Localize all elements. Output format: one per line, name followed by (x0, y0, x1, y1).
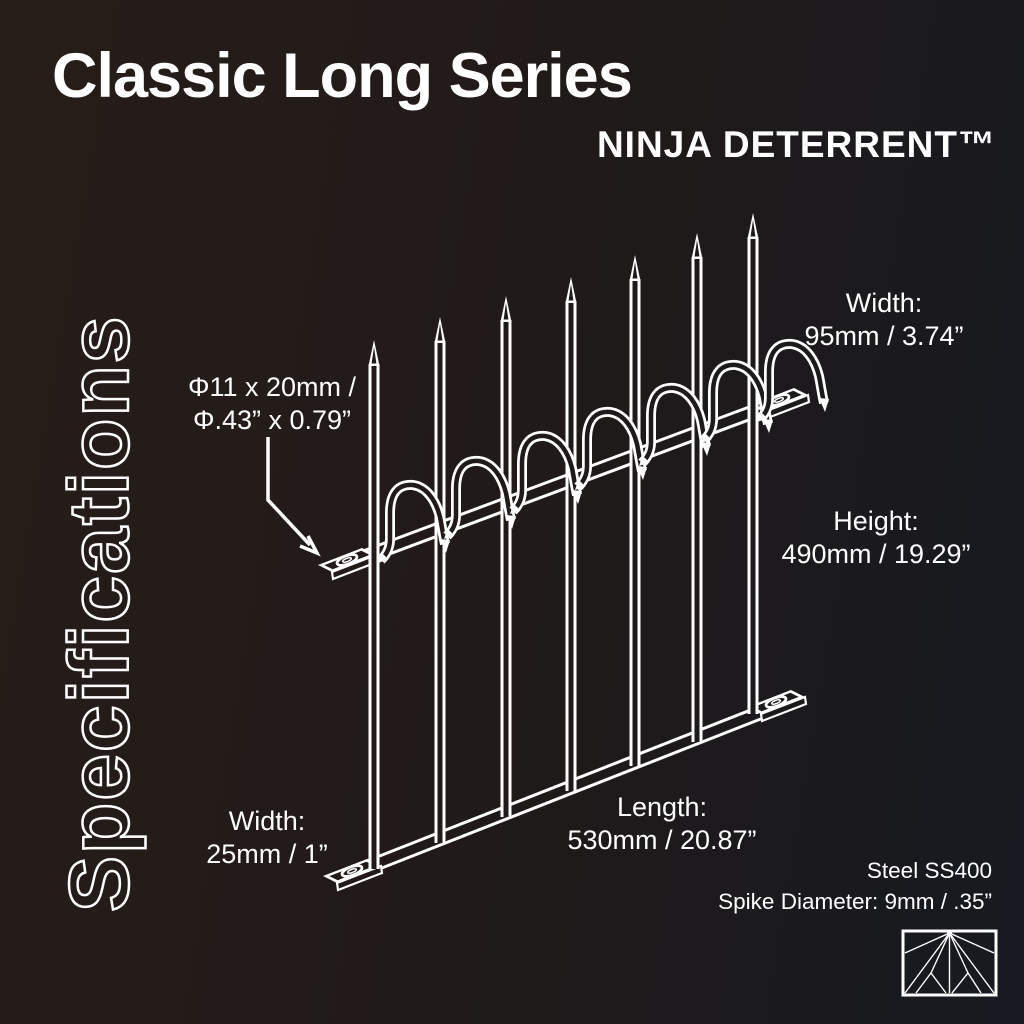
mounting-plate (323, 859, 384, 892)
hook-spike (443, 455, 516, 540)
spike (629, 255, 641, 766)
width-bottom-line1: Width: (228, 806, 306, 836)
spike (368, 340, 380, 869)
hook-spike (574, 406, 647, 491)
height-line2: 490mm / 19.29” (781, 539, 971, 569)
spike (434, 317, 446, 843)
spike (691, 233, 703, 742)
mounting-plate (318, 548, 379, 581)
leader-arrow (266, 437, 321, 557)
width-bottom-label: Width: 25mm / 1” (157, 805, 377, 871)
height-line1: Height: (833, 506, 919, 536)
mounting-plate (747, 690, 808, 723)
page-title: Classic Long Series (52, 41, 633, 111)
height-label: Height: 490mm / 19.29” (736, 505, 1016, 571)
hook-spike (638, 382, 711, 467)
hook-spike (377, 479, 450, 564)
material-label: Steel SS400 (866, 858, 992, 883)
mount-hole-line1: Φ11 x 20mm / (187, 372, 357, 402)
width-top-line1: Width: (845, 288, 923, 318)
spike (747, 213, 759, 714)
width-top-label: Width: 95mm / 3.74” (774, 287, 994, 353)
radiating-spikes-logo-icon (901, 929, 998, 997)
width-top-line2: 95mm / 3.74” (804, 321, 964, 351)
bottom-rail (337, 694, 793, 885)
mount-hole-line2: Φ.43” x 0.79” (192, 405, 352, 435)
hook-spike (509, 430, 582, 515)
spike-diameter-label: Spike Diameter: 9mm / .35” (718, 889, 992, 914)
spike (500, 296, 512, 817)
length-line2: 530mm / 20.87” (567, 825, 757, 855)
side-label: Specifications (52, 314, 146, 912)
material-specs: Steel SS400 Spike Diameter: 9mm / .35” (718, 855, 992, 917)
length-label: Length: 530mm / 20.87” (522, 791, 802, 857)
spike (565, 277, 577, 791)
hook-spike (756, 338, 829, 423)
length-line1: Length: (616, 792, 708, 822)
brand-name: NINJA DETERRENT™ (596, 124, 996, 165)
width-bottom-line2: 25mm / 1” (206, 839, 328, 869)
mount-hole-label: Φ11 x 20mm / Φ.43” x 0.79” (152, 371, 392, 437)
